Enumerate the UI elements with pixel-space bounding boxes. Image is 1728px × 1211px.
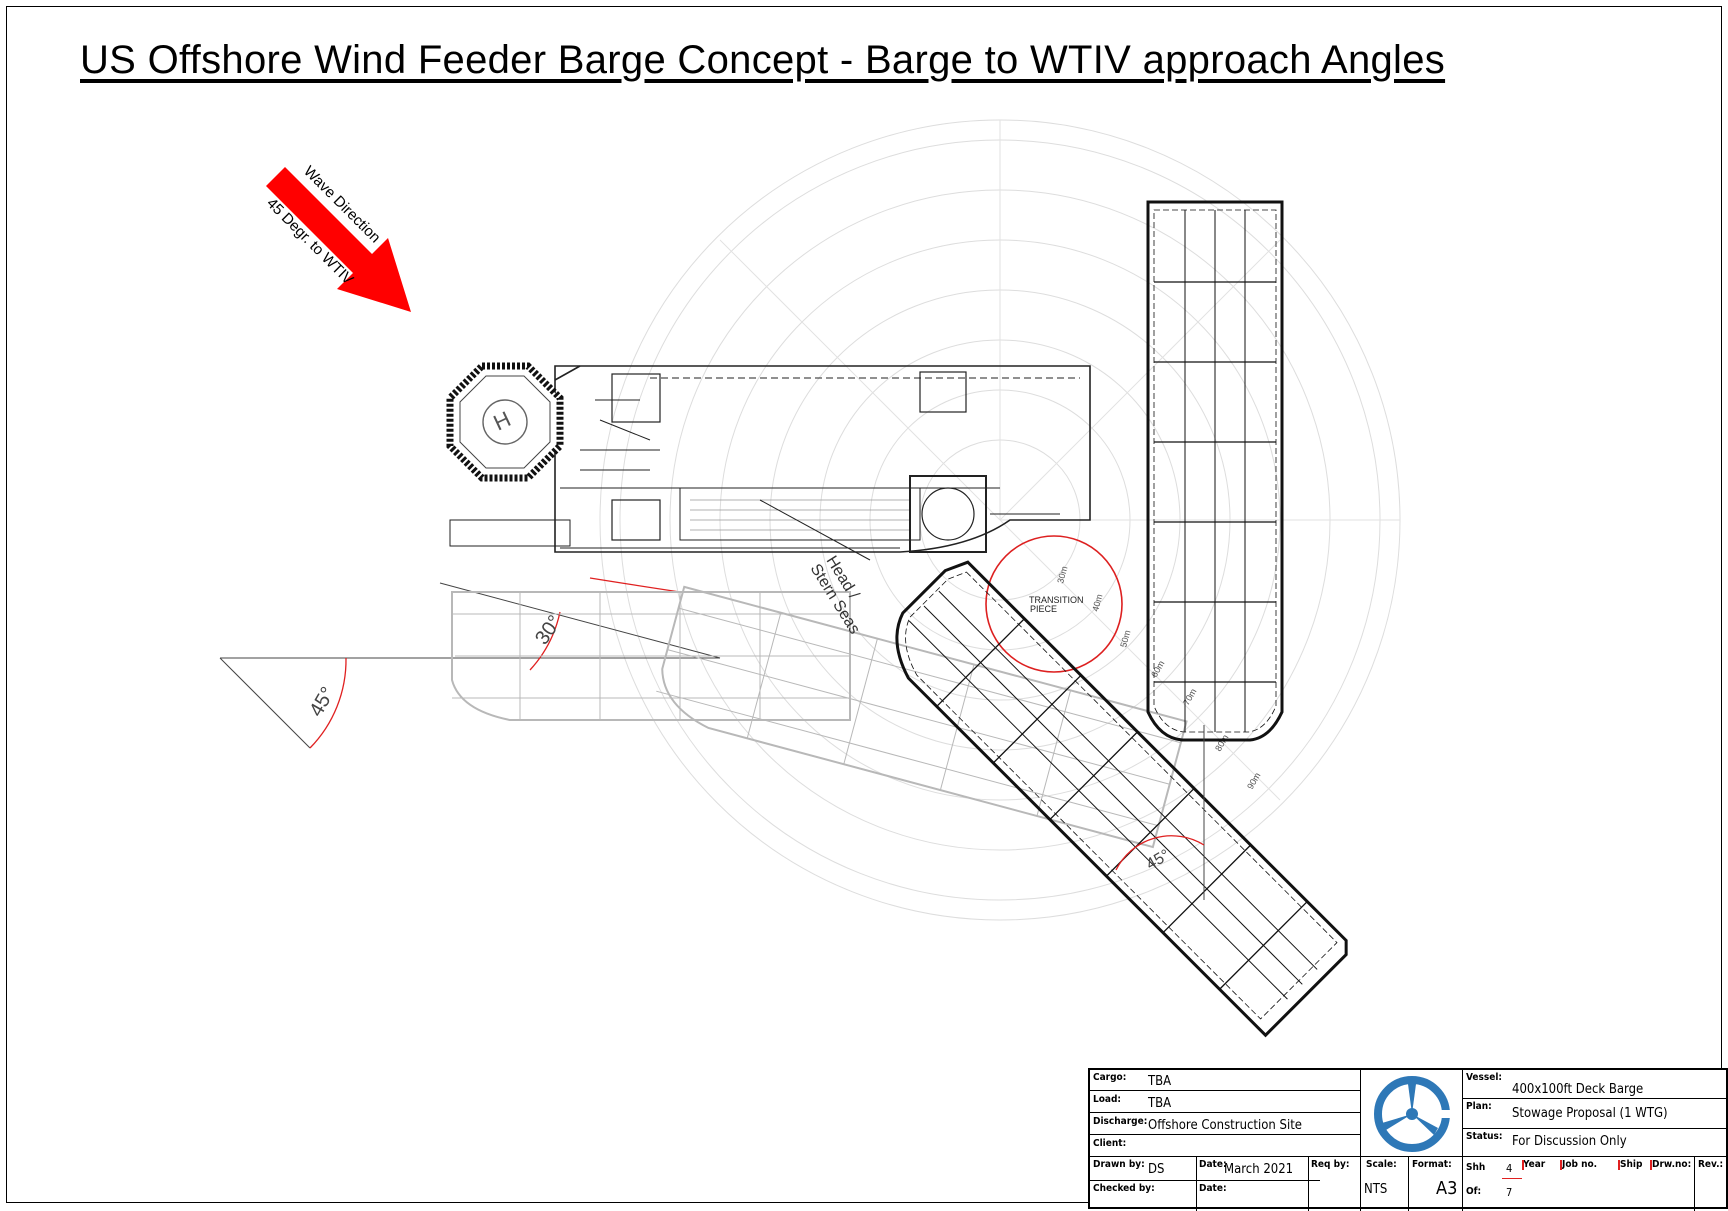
wave-direction-arrow: [266, 167, 411, 312]
year-label: Year: [1523, 1159, 1546, 1170]
angle-45-left-label: 45°: [305, 683, 339, 720]
sheet-label: Shh: [1466, 1162, 1486, 1173]
checked-by-label: Checked by:: [1093, 1183, 1155, 1194]
status-value: For Discussion Only: [1512, 1134, 1627, 1149]
cargo-label: Cargo:: [1093, 1072, 1127, 1083]
scale-label: Scale:: [1366, 1159, 1397, 1170]
discharge-value: Offshore Construction Site: [1148, 1118, 1302, 1133]
angle-45-bottom: [1115, 725, 1205, 900]
transition-piece-label-1: TRANSITION: [1029, 595, 1084, 605]
sheet-value: 4: [1506, 1162, 1513, 1175]
plan-label: Plan:: [1466, 1101, 1492, 1112]
ship-label: Ship: [1620, 1159, 1643, 1170]
plan-value: Stowage Proposal (1 WTG): [1512, 1106, 1668, 1121]
client-label: Client:: [1093, 1138, 1127, 1149]
drawing-frame: [6, 6, 1722, 1203]
of-label: Of:: [1466, 1186, 1482, 1197]
drawing-no-label: Drw.no:: [1652, 1159, 1692, 1170]
job-no-label: Job no.: [1562, 1159, 1598, 1170]
of-value: 7: [1506, 1186, 1513, 1199]
status-label: Status:: [1466, 1131, 1503, 1142]
drawing-title: US Offshore Wind Feeder Barge Concept - …: [80, 38, 1446, 82]
load-label: Load:: [1093, 1094, 1122, 1105]
range-radial-lines: [719, 120, 1400, 801]
ring-label-50m: 50m: [1118, 629, 1132, 649]
cargo-value: TBA: [1148, 1074, 1172, 1089]
ring-label-60m: 60m: [1149, 659, 1166, 679]
barge-vertical: [1146, 200, 1284, 742]
format-value: A3: [1436, 1178, 1458, 1199]
load-value: TBA: [1148, 1096, 1172, 1111]
vessel-label: Vessel:: [1466, 1072, 1503, 1083]
drawn-by-value: DS: [1148, 1162, 1165, 1177]
discharge-label: Discharge:: [1093, 1116, 1148, 1127]
date-label: Date:: [1199, 1159, 1227, 1170]
ring-label-30m: 30m: [1055, 565, 1069, 585]
req-by-label: Req by:: [1311, 1159, 1350, 1170]
barge-rotated: [895, 560, 1348, 1038]
ring-label-40m: 40m: [1090, 593, 1104, 613]
wtiv-vessel: [449, 365, 1091, 561]
helideck: [446, 362, 564, 482]
angle-30-label: 30°: [531, 611, 566, 648]
format-label: Format:: [1412, 1159, 1452, 1170]
company-logo-icon: [1374, 1076, 1452, 1152]
date-value: March 2021: [1224, 1162, 1294, 1177]
ring-label-70m: 70m: [1181, 687, 1198, 707]
transition-piece-label-2: PIECE: [1030, 604, 1057, 614]
drawn-by-label: Drawn by:: [1093, 1159, 1145, 1170]
title-block: Cargo: TBA Load: TBA Discharge: Offshore…: [1088, 1068, 1728, 1211]
angle-45-left: [219, 657, 720, 749]
scale-value: NTS: [1364, 1182, 1388, 1197]
ghost-barge-rotated: [656, 585, 1188, 849]
ring-label-90m: 90m: [1245, 771, 1262, 791]
transition-piece: [985, 535, 1123, 673]
angle-30: [439, 577, 721, 671]
ghost-barge-straight: [451, 591, 851, 721]
revision-label: Rev.:: [1698, 1159, 1724, 1170]
date2-label: Date:: [1199, 1183, 1227, 1194]
vessel-value: 400x100ft Deck Barge: [1512, 1082, 1644, 1097]
